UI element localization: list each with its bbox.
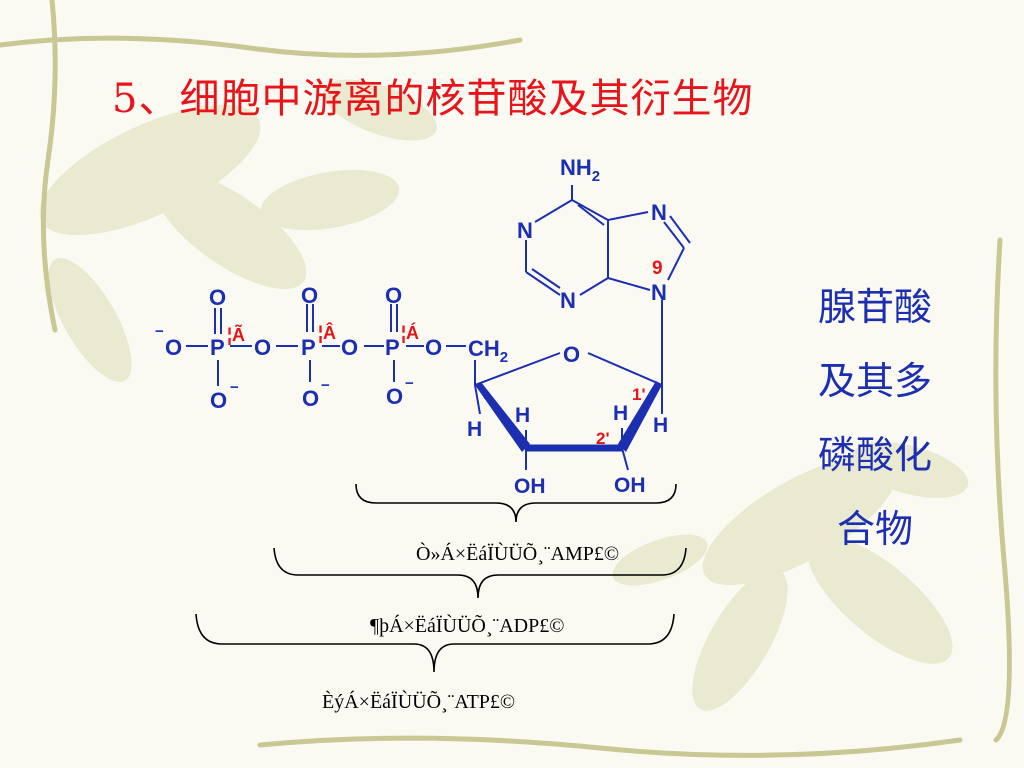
gamma-mark: ¦Ã: [227, 324, 245, 345]
pa-o-bottom: O: [210, 388, 227, 413]
pa-o-link: O: [254, 335, 271, 360]
h-c3: H: [515, 404, 530, 427]
pb-o-bottom: O: [302, 386, 319, 411]
side-caption-line: 合物: [836, 507, 913, 551]
position-2p-label: 2': [596, 429, 610, 448]
pc-o-bottom: O: [386, 384, 403, 409]
atp-label: ÈýÁ×ËáÏÙÜÕ¸¨ATP£©: [322, 689, 515, 713]
amp-brace: [355, 483, 677, 523]
charge-left: −: [155, 323, 164, 340]
pa-o-top: O: [209, 285, 226, 310]
h-c4: H: [467, 418, 482, 441]
side-caption: 腺苷酸 及其多 磷酸化 合物: [800, 270, 950, 566]
amino-group: NH2: [560, 155, 600, 185]
pc-charge: −: [405, 375, 414, 392]
alpha-mark: ¦Á: [401, 322, 419, 343]
position-1p-label: 1': [632, 385, 646, 404]
ch2-group: CH2: [468, 336, 508, 366]
braces: [195, 483, 687, 673]
phosphorus-beta: P: [301, 335, 316, 360]
oh-3prime: OH: [514, 475, 546, 498]
adp-label: ¶þÁ×ËáÏÙÜÕ¸¨ADP£©: [370, 613, 564, 637]
side-caption-line: 磷酸化: [817, 433, 932, 477]
ribose-wedge-left: [475, 382, 530, 452]
ring-n1: N: [517, 218, 533, 243]
phosphorus-alpha: P: [385, 335, 400, 360]
h-c2: H: [613, 402, 628, 425]
pa-o-left: O: [165, 335, 182, 360]
ribose-wedge-right: [618, 381, 662, 452]
pb-o-top: O: [301, 283, 318, 308]
h-c1: H: [653, 414, 668, 437]
adp-brace: [273, 547, 687, 599]
oh-2prime: OH: [614, 474, 646, 497]
side-caption-line: 腺苷酸: [817, 285, 932, 329]
slide-title: 5、细胞中游离的核苷酸及其衍生物: [112, 76, 754, 122]
adenine-bonds: [525, 185, 691, 385]
pb-o-link: O: [341, 335, 358, 360]
side-caption-line: 及其多: [817, 359, 932, 403]
position-9-label: 9: [652, 258, 663, 279]
phosphorus-gamma: P: [210, 335, 225, 360]
ring-n7: N: [651, 200, 667, 225]
pc-o-link: O: [425, 335, 442, 360]
amp-label: Ò»Á×ËáÏÙÜÕ¸¨AMP£©: [416, 541, 619, 565]
atp-brace: [195, 613, 675, 673]
ring-n3: N: [560, 288, 576, 313]
pc-o-top: O: [385, 283, 402, 308]
phosphate-bonds: [186, 304, 466, 386]
pb-charge: −: [321, 377, 330, 394]
beta-mark: ¦Â: [318, 322, 336, 343]
pa-charge: −: [230, 379, 239, 396]
ring-n9: N: [651, 280, 667, 305]
ring-oxygen: O: [563, 342, 580, 367]
